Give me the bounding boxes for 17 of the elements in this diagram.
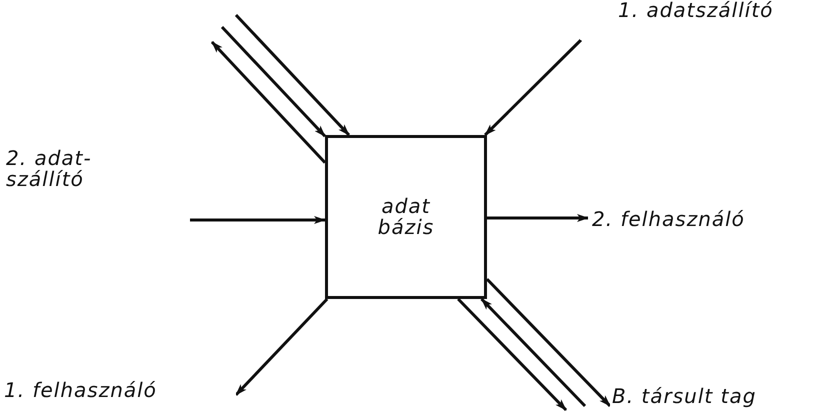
arrow [484, 38, 582, 136]
node-label: 1. felhasználó [4, 380, 157, 401]
arrow [480, 298, 586, 408]
node-label: 1. adatszállító [618, 0, 774, 21]
arrow [457, 298, 568, 412]
node-label: adat bázis [376, 196, 436, 238]
arrow [234, 298, 328, 396]
arrow [220, 26, 326, 138]
node-label: 2. felhasználó [592, 208, 745, 230]
arrow [190, 216, 326, 224]
node-label: 2. adat- szállító [6, 148, 93, 190]
arrow [234, 14, 350, 136]
arrow [210, 40, 326, 164]
arrow [486, 278, 612, 407]
arrow [487, 214, 589, 222]
database-box [325, 135, 487, 299]
node-label: B. társult tag [612, 386, 756, 406]
